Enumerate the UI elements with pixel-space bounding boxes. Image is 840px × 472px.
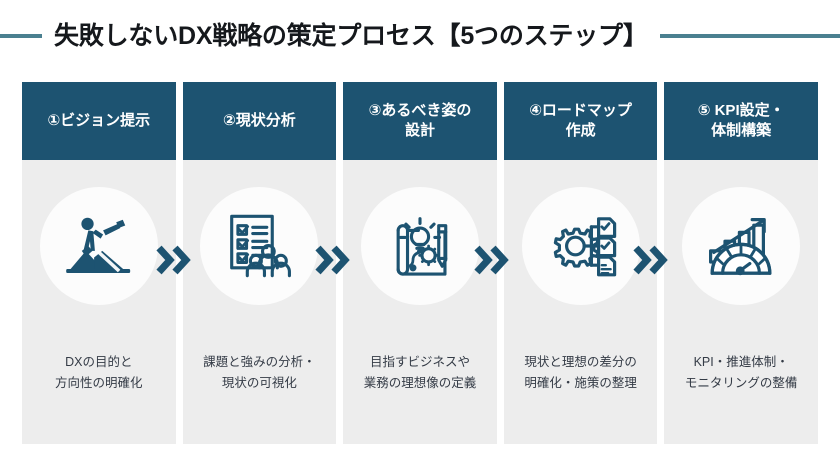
step-icon-circle-3	[360, 187, 479, 305]
gear-documents-icon	[541, 206, 621, 286]
page-title: 失敗しないDX戦略の策定プロセス【5つのステップ】	[54, 21, 648, 50]
steps-container: ①ビジョン提示	[22, 82, 818, 444]
bar-chart-gauge-icon	[701, 206, 781, 286]
checklist-people-icon	[220, 207, 298, 285]
step-caption-1: DXの目的と 方向性の明確化	[55, 355, 143, 390]
step-column-5[interactable]: ⑤ KPI設定・ 体制構築	[664, 82, 818, 444]
step-header-4: ④ロードマップ 作成	[503, 82, 658, 160]
step-caption-2: 課題と強みの分析・ 現状の可視化	[203, 355, 316, 390]
step-column-3[interactable]: ③あるべき姿の 設計	[343, 82, 497, 444]
step-column-4[interactable]: ④ロードマップ 作成	[503, 82, 658, 444]
title-rule-left	[0, 34, 42, 38]
title-rule-right	[659, 34, 840, 38]
step-icon-circle-5	[682, 187, 801, 305]
step-header-2: ②現状分析	[182, 82, 337, 160]
title-row: 失敗しないDX戦略の策定プロセス【5つのステップ】	[0, 14, 840, 58]
column-gap-3	[497, 82, 504, 444]
step-column-1[interactable]: ①ビジョン提示	[22, 82, 176, 444]
step-body-4: 現状と理想の差分の 明確化・施策の整理	[504, 160, 658, 444]
step-header-3: ③あるべき姿の 設計	[343, 82, 497, 160]
step-caption-3: 目指すビジネスや 業務の理想像の定義	[363, 355, 477, 390]
blueprint-lightbulb-icon	[381, 207, 459, 285]
step-header-1: ①ビジョン提示	[22, 82, 176, 160]
step-header-5: ⑤ KPI設定・ 体制構築	[664, 82, 818, 160]
step-body-3: 目指すビジネスや 業務の理想像の定義	[343, 160, 497, 444]
column-gap-1	[176, 82, 183, 444]
step-body-1: DXの目的と 方向性の明確化	[22, 160, 176, 444]
step-column-2[interactable]: ②現状分析	[182, 82, 337, 444]
telescope-mountain-icon	[58, 205, 140, 287]
column-gap-4	[657, 82, 664, 444]
step-icon-circle-4	[521, 187, 640, 305]
step-icon-circle-2	[200, 187, 319, 305]
step-caption-5: KPI・推進体制・ モニタリングの整備	[684, 355, 798, 390]
column-gap-2	[336, 82, 343, 444]
step-body-2: 課題と強みの分析・ 現状の可視化	[183, 160, 337, 444]
step-caption-4: 現状と理想の差分の 明確化・施策の整理	[524, 355, 637, 390]
step-icon-circle-1	[39, 187, 158, 305]
step-body-5: KPI・推進体制・ モニタリングの整備	[664, 160, 818, 444]
